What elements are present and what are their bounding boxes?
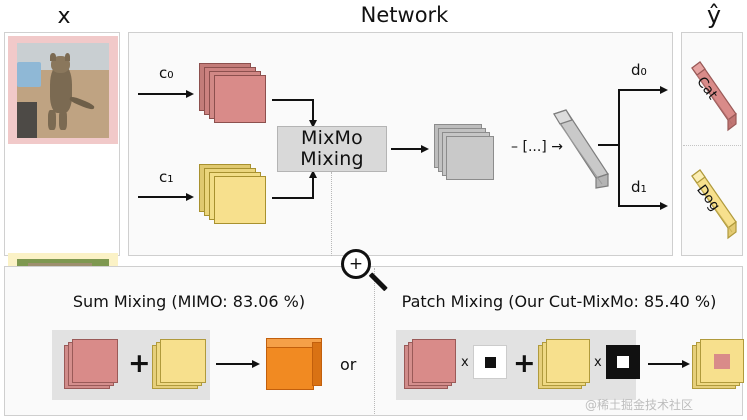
- mixmo-mixing-line1: MixMo: [301, 127, 363, 150]
- sum-result-arrow-head: [252, 360, 260, 368]
- mix-to-gray-arrow: [421, 145, 429, 153]
- yellow-to-mix-line-v: [312, 177, 314, 199]
- network-ellipsis: – [...] →: [511, 139, 563, 155]
- c1-arrow-line: [138, 196, 186, 198]
- or-separator: or: [340, 355, 357, 374]
- patch-result-arrow-line: [648, 363, 682, 365]
- d1-arrow-line: [618, 205, 660, 207]
- output-panel-divider: [683, 145, 741, 146]
- patch-plus-operator: +: [513, 348, 536, 379]
- d0-arrow-line: [618, 89, 660, 91]
- sum-plus-operator: +: [128, 348, 151, 379]
- red-to-mix-line-h: [272, 99, 314, 101]
- prediction-bar-dog: [691, 169, 737, 240]
- cat-input-image: [8, 36, 118, 144]
- patch-yellow-cube: [538, 339, 598, 391]
- d0-arrow-head: [660, 86, 668, 94]
- head-branch-vert: [618, 89, 620, 207]
- red-to-mix-line-v: [312, 99, 314, 121]
- patch-red-cube: [404, 339, 464, 391]
- sum-mixing-title: Sum Mixing (MIMO: 83.06 %): [72, 292, 306, 311]
- flattened-feature-bar: [553, 109, 609, 189]
- patch-mask-black: [606, 345, 640, 379]
- c1-label: c1: [159, 168, 174, 186]
- sum-result-cube: [266, 338, 330, 392]
- sum-result-arrow-line: [216, 363, 252, 365]
- feature-stack-red: [199, 63, 271, 125]
- patch-mask-white: [473, 345, 507, 379]
- output-label: ŷ: [706, 1, 722, 29]
- watermark: @稀土掘金技术社区: [585, 398, 694, 412]
- sum-red-cube: [64, 339, 128, 391]
- yellow-to-mix-arrow: [309, 170, 317, 178]
- patch-result-inset: [714, 354, 730, 369]
- red-to-mix-arrow: [309, 120, 317, 128]
- patch-times-operator-right: x: [594, 355, 602, 370]
- feature-stack-yellow: [199, 164, 271, 226]
- mixmo-mixing-line2: Mixing: [300, 148, 364, 170]
- prediction-bar-cat: [691, 61, 737, 132]
- patch-mixing-title: Patch Mixing (Our Cut-MixMo: 85.40 %): [401, 292, 717, 311]
- c0-arrow-head: [186, 90, 194, 98]
- c0-arrow-line: [138, 93, 186, 95]
- mixbox-to-detail-connector: [331, 172, 332, 256]
- feature-stack-gray: [434, 124, 502, 182]
- head-branch-stem: [598, 144, 620, 146]
- zoom-plus-glyph: +: [348, 254, 364, 274]
- network-label: Network: [360, 3, 449, 27]
- input-label: x: [57, 4, 71, 29]
- patch-times-operator-left: x: [461, 355, 469, 370]
- mix-to-gray-line: [391, 148, 421, 150]
- c0-label: c0: [159, 64, 174, 82]
- d0-label: d0: [631, 61, 647, 79]
- mixing-detail-divider: [374, 268, 375, 414]
- yellow-to-mix-line-h: [272, 197, 314, 199]
- sum-yellow-cube: [152, 339, 216, 391]
- c1-arrow-head: [186, 193, 194, 201]
- input-panel: [4, 32, 120, 359]
- d1-arrow-head: [660, 202, 668, 210]
- mixmo-mixing-box[interactable]: MixMo Mixing: [277, 126, 387, 172]
- d1-label: d1: [631, 178, 647, 196]
- zoom-in-icon[interactable]: +: [341, 249, 371, 279]
- patch-result-arrow-head: [682, 360, 690, 368]
- patch-result-cube: [692, 339, 747, 391]
